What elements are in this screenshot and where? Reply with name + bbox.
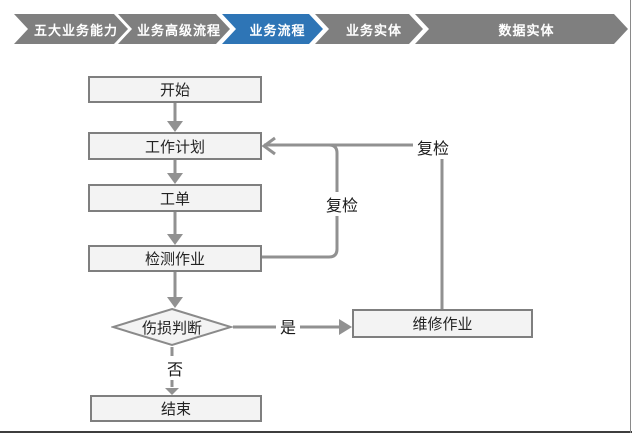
stage-tab-high-level-process[interactable]: 业务高级流程 <box>118 14 230 44</box>
flow-node-label: 开始 <box>159 82 190 99</box>
stage-tab-label: 五大业务能力 <box>33 22 118 38</box>
flow-node-repair-task[interactable]: 维修作业 <box>352 309 533 338</box>
page-bottom-border <box>0 431 632 433</box>
flow-node-label: 检测作业 <box>144 251 205 268</box>
stage-tab-data-entity[interactable]: 数据实体 <box>415 14 628 44</box>
flow-node-label: 工作计划 <box>144 138 205 156</box>
stage-tab-label: 数据实体 <box>498 22 555 38</box>
flow-node-label: 工单 <box>159 190 190 208</box>
stage-tab-label: 业务流程 <box>249 22 306 38</box>
edge-label-recheck-repair: 复检 <box>412 135 454 159</box>
flow-node-end[interactable]: 结束 <box>90 395 262 422</box>
decision-diamond-shape <box>111 307 233 347</box>
stage-tab-five-capabilities[interactable]: 五大业务能力 <box>14 14 128 44</box>
stage-tab-business-process-active[interactable]: 业务流程 <box>222 14 323 44</box>
stage-tab-label: 业务实体 <box>345 22 402 38</box>
flow-node-work-order[interactable]: 工单 <box>88 184 262 212</box>
flow-node-damage-decision[interactable]: 伤损判断 <box>111 307 233 347</box>
edge-label-yes: 是 <box>275 314 301 338</box>
flow-node-label: 维修作业 <box>412 316 473 333</box>
flow-node-inspection-task[interactable]: 检测作业 <box>88 245 262 272</box>
stage-tab-label: 业务高级流程 <box>136 22 221 38</box>
edge-label-recheck-inspection: 复检 <box>321 192 363 216</box>
stage-tab-business-entity[interactable]: 业务实体 <box>315 14 423 44</box>
edge-label-no: 否 <box>162 356 188 380</box>
flow-node-label: 结束 <box>160 401 191 418</box>
flow-node-label: 伤损判断 <box>141 319 202 337</box>
flow-node-work-plan[interactable]: 工作计划 <box>88 132 262 160</box>
page-right-border <box>630 0 631 433</box>
flow-node-start[interactable]: 开始 <box>88 76 262 103</box>
